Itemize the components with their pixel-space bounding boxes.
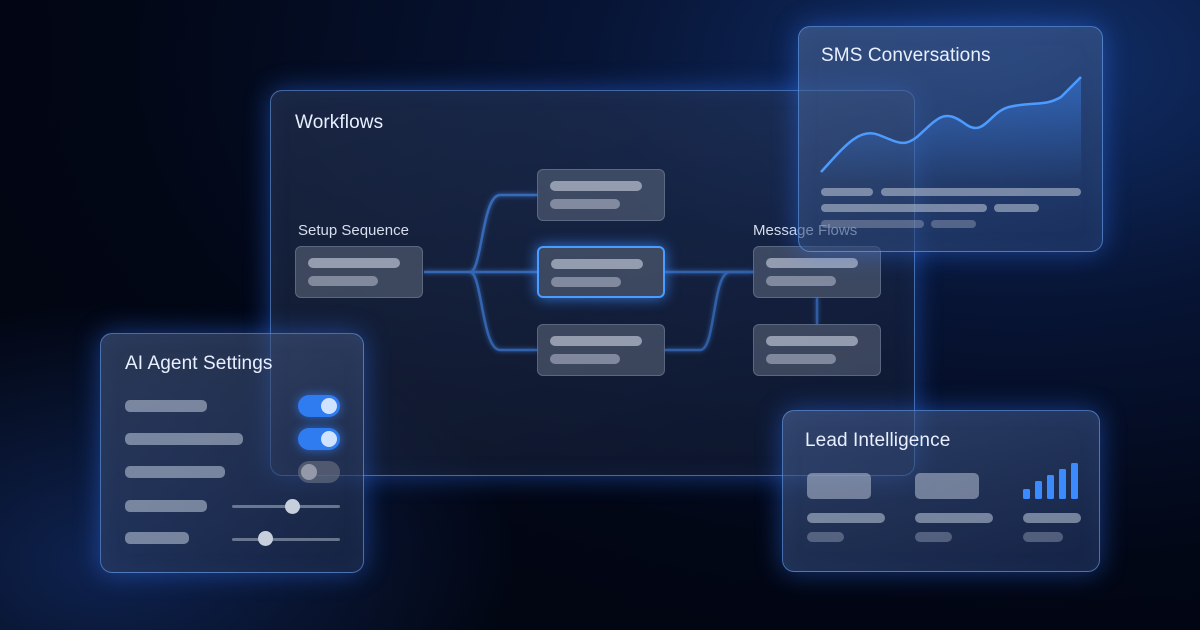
sms-line-1b [881, 188, 1081, 196]
lead-stat-3-line-2 [1023, 532, 1063, 542]
setup-sequence-label: Setup Sequence [298, 222, 409, 239]
lead-stat-2-line-2 [915, 532, 952, 542]
lead-stat-1 [807, 473, 871, 499]
lead-stat-3-line-1 [1023, 513, 1081, 523]
lead-stat-2 [915, 473, 979, 499]
setting-label-4 [125, 500, 207, 512]
setting-slider-2-track [232, 538, 340, 541]
workflow-node-setup[interactable] [295, 246, 423, 298]
workflows-title: Workflows [295, 112, 384, 133]
sms-line-2a [821, 204, 987, 212]
setting-label-1 [125, 400, 207, 412]
ai-agent-settings-panel: AI Agent Settings [100, 333, 364, 573]
workflow-node-branch-bottom[interactable] [537, 324, 665, 376]
setting-toggle-1[interactable] [298, 395, 340, 417]
lead-intelligence-title: Lead Intelligence [805, 430, 951, 451]
workflow-node-branch-middle[interactable] [537, 246, 665, 298]
sms-conversations-panel: SMS Conversations [798, 26, 1103, 252]
setting-toggle-3[interactable] [298, 461, 340, 483]
setting-label-5 [125, 532, 189, 544]
workflow-node-branch-top[interactable] [537, 169, 665, 221]
lead-bar-chart-icon [1023, 463, 1078, 499]
sms-conversations-title: SMS Conversations [821, 45, 991, 66]
setting-slider-2-knob[interactable] [258, 531, 273, 546]
workflow-node-message-2[interactable] [753, 324, 881, 376]
setting-toggle-2[interactable] [298, 428, 340, 450]
sms-line-3a [821, 220, 924, 228]
sms-trend-line [820, 76, 1082, 173]
sms-line-3b [931, 220, 976, 228]
lead-stat-1-line-1 [807, 513, 885, 523]
lead-intelligence-panel: Lead Intelligence [782, 410, 1100, 572]
lead-stat-2-line-1 [915, 513, 993, 523]
setting-label-3 [125, 466, 225, 478]
sms-trend-chart [820, 76, 1082, 182]
ai-agent-settings-title: AI Agent Settings [125, 353, 273, 374]
lead-stat-1-line-2 [807, 532, 844, 542]
setting-label-2 [125, 433, 243, 445]
setting-slider-1-knob[interactable] [285, 499, 300, 514]
sms-line-1a [821, 188, 873, 196]
workflow-node-message-1[interactable] [753, 246, 881, 298]
sms-line-2b [994, 204, 1039, 212]
